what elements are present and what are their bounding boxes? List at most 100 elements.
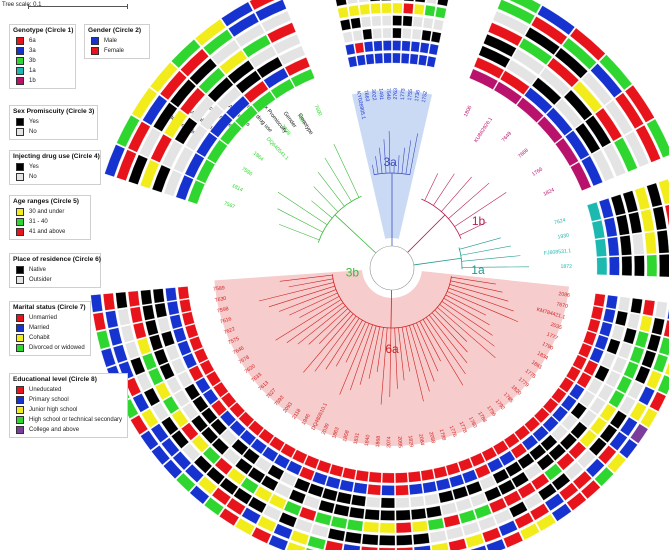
ring-residence-cell: [564, 461, 584, 480]
ring-gender-cell: [594, 334, 609, 351]
tree-branch: [317, 171, 345, 207]
ring-age-cell: [171, 409, 189, 428]
leaf-label: 1491: [377, 88, 384, 100]
ring-genotype-cell: [374, 53, 384, 64]
legend-item: Outsider: [13, 275, 97, 285]
swatch: [91, 47, 99, 55]
ring-gender-cell: [605, 294, 618, 310]
ring-sex-promiscuity-cell: [614, 310, 628, 327]
tree-branch: [433, 173, 455, 206]
ring-sex-promiscuity-cell: [424, 493, 440, 506]
ring-injecting-drug-use-cell: [602, 143, 627, 177]
leaf-label: 7808: [279, 124, 291, 137]
ring-injecting-drug-use-cell: [630, 298, 643, 314]
leaf-label: 1806: [463, 105, 473, 118]
ring-education-cell: [503, 531, 524, 548]
ring-sex-promiscuity-cell: [505, 461, 523, 478]
ring-age-cell: [266, 22, 297, 44]
ring-education-cell: [551, 503, 572, 522]
ring-sex-promiscuity-cell: [321, 487, 338, 502]
ring-genotype-cell: [555, 137, 579, 167]
ring-marital-cell: [619, 416, 638, 437]
ring-marital-cell: [132, 393, 150, 413]
legend-title: Sex Promiscuity (Circle 3): [13, 108, 95, 115]
ring-sex-promiscuity-cell: [160, 330, 175, 347]
ring-sex-promiscuity-cell: [154, 302, 168, 319]
ring-genotype-cell: [365, 53, 375, 65]
ring-genotype-cell: [368, 471, 382, 483]
ring-genotype-cell: [533, 407, 550, 424]
ring-genotype-cell: [381, 472, 395, 484]
ring-marital-cell: [609, 431, 628, 451]
ring-marital-cell: [482, 527, 502, 543]
ring-genotype-cell: [329, 463, 344, 478]
ring-marital-cell: [324, 540, 344, 550]
ring-sex-promiscuity-cell: [587, 377, 603, 395]
ring-marital-cell: [658, 336, 669, 356]
ring-marital-cell: [141, 408, 159, 429]
ring-age-cell: [181, 422, 199, 441]
swatch: [16, 314, 24, 322]
leaf-label: 1792: [494, 399, 506, 412]
ring-gender-cell: [229, 420, 246, 437]
tree-branch: [372, 164, 375, 175]
ring-gender-cell: [382, 40, 392, 51]
legend-title: Gender (Circle 2): [88, 27, 142, 34]
tree-branch: [460, 245, 512, 256]
tree-branch: [275, 299, 342, 341]
tree-branch: [428, 314, 468, 364]
ring-genotype-cell: [516, 97, 544, 123]
ring-marital-cell: [590, 63, 623, 98]
ring-genotype-cell: [537, 116, 563, 144]
legend-item: Male: [88, 36, 146, 46]
ring-age-cell: [254, 485, 273, 503]
ring-marital-cell: [105, 310, 119, 329]
ring-marital-cell: [257, 515, 277, 533]
ring-residence-cell: [618, 395, 636, 415]
ring-education-cell: [486, 538, 506, 550]
ring-gender-cell: [521, 434, 539, 451]
ring-gender-cell: [354, 42, 365, 54]
ring-marital-cell: [638, 386, 655, 406]
ring-residence-cell: [262, 504, 282, 521]
ring-age-cell: [613, 137, 638, 173]
ring-gender-cell: [373, 40, 383, 52]
ring-residence-cell: [124, 340, 140, 360]
ring-genotype-cell: [234, 105, 258, 129]
legend-title: Educational level (Circle 8): [13, 376, 97, 383]
leaf-label: 1834: [536, 351, 549, 362]
ring-education-cell: [140, 430, 159, 451]
swatch: [16, 324, 24, 332]
ring-marital-cell: [448, 538, 467, 550]
legend-item: Female: [88, 46, 146, 56]
tree-branch: [303, 313, 354, 373]
ring-sex-promiscuity-cell: [220, 428, 238, 446]
ring-gender-cell: [175, 174, 194, 201]
leaf-label: 7596: [240, 166, 253, 177]
ring-gender-cell: [169, 314, 183, 330]
ring-genotype-cell: [493, 81, 523, 105]
ring-education-cell: [566, 491, 587, 511]
ring-residence-cell: [211, 39, 241, 66]
ring-marital-cell: [161, 437, 180, 457]
ring-residence-cell: [524, 27, 560, 56]
ring-injecting-drug-use-cell: [469, 492, 488, 508]
ring-residence-cell: [646, 182, 663, 208]
ring-age-cell: [268, 493, 287, 510]
ring-injecting-drug-use-cell: [402, 15, 413, 27]
ring-gender-cell: [367, 484, 382, 496]
ring-gender-cell: [286, 460, 303, 476]
ring-injecting-drug-use-cell: [617, 342, 633, 360]
ring-marital-cell: [413, 545, 431, 550]
legend-item: Junior high school: [13, 405, 124, 415]
ring-marital-cell: [664, 204, 669, 229]
ring-sex-promiscuity-cell: [452, 485, 469, 500]
ring-marital-cell: [103, 292, 116, 311]
legend-title: Genotype (Circle 1): [13, 27, 74, 34]
tree-branch: [394, 327, 398, 389]
swatch: [16, 77, 24, 85]
ring-sex-promiscuity-cell: [365, 496, 381, 508]
legend-marital-status: Marital status (Circle 7) Unmarried Marr…: [9, 301, 91, 356]
leaf-label: 1776: [448, 425, 458, 438]
ring-genotype-cell: [383, 52, 392, 64]
